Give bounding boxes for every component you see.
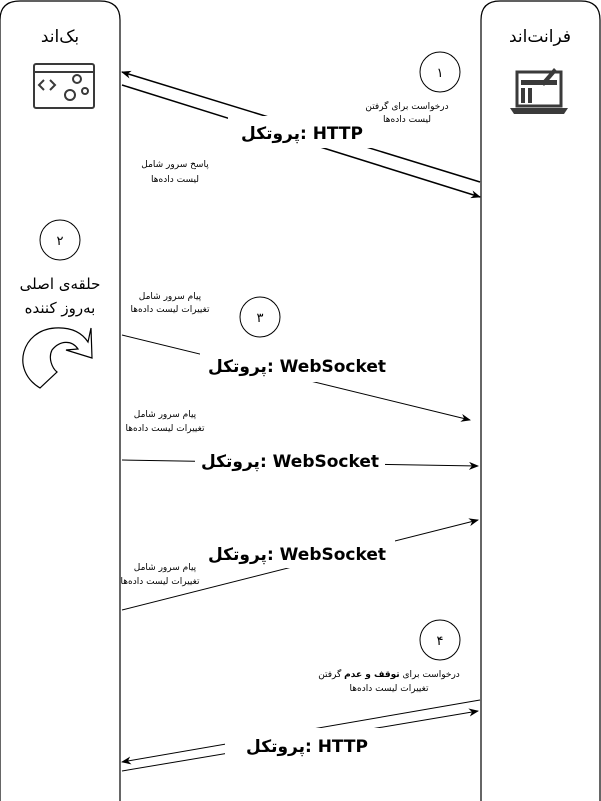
backend-lane: بک‌اند <box>0 0 121 801</box>
http-response-label: پاسخ سرور شامل <box>141 160 209 170</box>
step-1: ۱ درخواست برای گرفتن لیست داده‌ها <box>365 51 461 125</box>
backend-title: بک‌اند <box>41 27 79 47</box>
code-settings-window-icon <box>33 63 95 109</box>
step-3: ۳ <box>239 296 281 338</box>
frontend-lane: فرانت‌اند <box>480 0 601 801</box>
loop-arrow-icon <box>22 327 93 389</box>
step-4-label-2: تغییرات لیست داده‌ها <box>350 684 429 694</box>
ws-message-3-2: تغییرات لیست داده‌ها <box>121 577 200 587</box>
step-4-label: درخواست برای توقف و عدم گرفتن <box>318 668 460 680</box>
svg-text:۱: ۱ <box>437 66 444 81</box>
svg-text:۳: ۳ <box>257 311 264 326</box>
protocol-label-ws-3: پروتکل: WebSocket <box>208 545 386 565</box>
step-1-label: درخواست برای گرفتن <box>365 100 448 112</box>
protocol-label-http-top: پروتکل: HTTP <box>241 124 363 144</box>
ws-message-2: پیام سرور شامل <box>134 410 197 420</box>
http-response-label-2: لیست داده‌ها <box>151 175 199 185</box>
main-loop-label-2: به‌روز کننده <box>25 299 96 317</box>
step-1-label-2: لیست داده‌ها <box>383 115 431 125</box>
main-loop-label: حلقه‌ی اصلی <box>20 275 101 293</box>
protocol-label-http-bottom: پروتکل: HTTP <box>246 737 368 757</box>
ws-message-1: پیام سرور شامل <box>139 292 202 302</box>
frontend-title: فرانت‌اند <box>509 27 571 47</box>
protocol-label-ws-1: پروتکل: WebSocket <box>208 357 386 377</box>
protocol-label-ws-2: پروتکل: WebSocket <box>201 452 379 472</box>
ws-message-3: پیام سرور شامل <box>134 563 197 573</box>
step-2: ۲ حلقه‌ی اصلی به‌روز کننده <box>20 219 101 389</box>
ws-message-1-2: تغییرات لیست داده‌ها <box>131 305 210 315</box>
svg-text:۴: ۴ <box>437 634 444 649</box>
svg-text:۲: ۲ <box>57 234 64 249</box>
laptop-design-icon <box>510 68 568 114</box>
step-4: ۴ درخواست برای توقف و عدم گرفتن تغییرات … <box>318 619 461 694</box>
ws-message-2-2: تغییرات لیست داده‌ها <box>126 424 205 434</box>
